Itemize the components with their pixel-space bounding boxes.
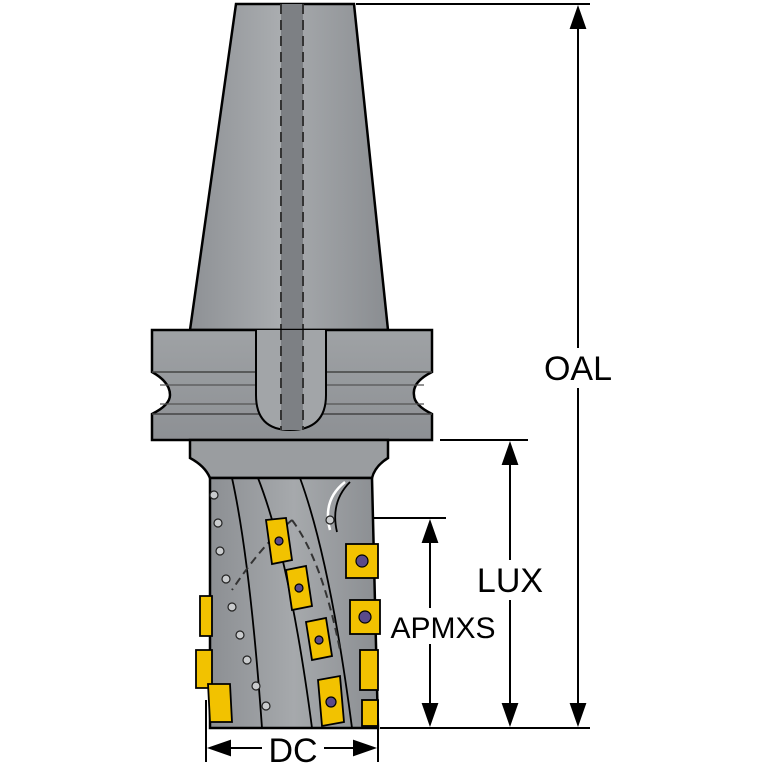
apmxs-label: APMXS <box>390 612 495 645</box>
oal-label: OAL <box>544 350 612 388</box>
flange <box>150 328 434 442</box>
lux-label: LUX <box>477 562 543 600</box>
insert <box>195 649 213 689</box>
coolant-branches <box>231 519 341 651</box>
dc-label: DC <box>268 732 317 767</box>
insert <box>359 649 379 691</box>
insert <box>199 595 213 637</box>
coolant-holes <box>209 490 335 711</box>
insert <box>207 683 233 723</box>
neck <box>188 438 390 480</box>
insert-screws <box>274 536 372 708</box>
insert <box>361 699 379 727</box>
